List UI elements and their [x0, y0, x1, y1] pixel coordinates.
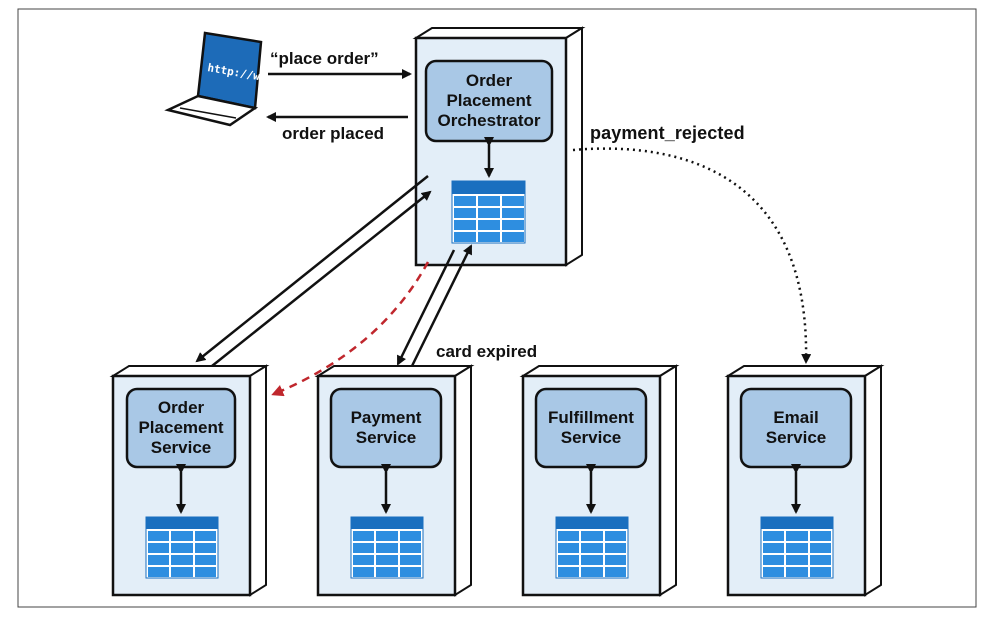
email-service-node: [724, 364, 885, 597]
order-placed-label: order placed: [282, 124, 385, 143]
order-placement-service-node: [109, 364, 270, 597]
fulfillment-database-icon: [555, 516, 629, 579]
orchestrator-to-order-placement-arrow: [195, 175, 429, 363]
payment-rejected-arrow: [572, 147, 812, 364]
laptop-icon: http://www: [164, 31, 274, 127]
payment-rejected-label: payment_rejected: [590, 123, 745, 143]
compensation-arrow: [271, 261, 430, 397]
order-placement-service-title: Order Placement Service: [138, 398, 224, 457]
orchestrator-to-payment-arrow: [396, 249, 456, 366]
payment-service-title: Payment Service: [350, 408, 422, 447]
diagram-frame: [17, 8, 977, 608]
payment-database-icon: [350, 516, 424, 579]
card-expired-label: card expired: [436, 342, 538, 361]
fulfillment-service-title: Fulfillment Service: [548, 408, 634, 447]
orchestrator-database-icon: [451, 180, 526, 244]
payment-service-node: [314, 364, 475, 597]
email-database-icon: [760, 516, 834, 579]
order-placement-to-orchestrator-arrow: [211, 190, 432, 367]
email-service-title: Email Service: [765, 408, 827, 447]
fulfillment-service-node: [519, 364, 680, 597]
orchestrator-title: Order Placement Orchestrator: [437, 71, 541, 130]
payment-to-orchestrator-arrow: [410, 244, 473, 367]
order-placement-database-icon: [145, 516, 219, 579]
place-order-label: “place order”: [270, 49, 379, 68]
orchestrator-node: [412, 26, 586, 267]
